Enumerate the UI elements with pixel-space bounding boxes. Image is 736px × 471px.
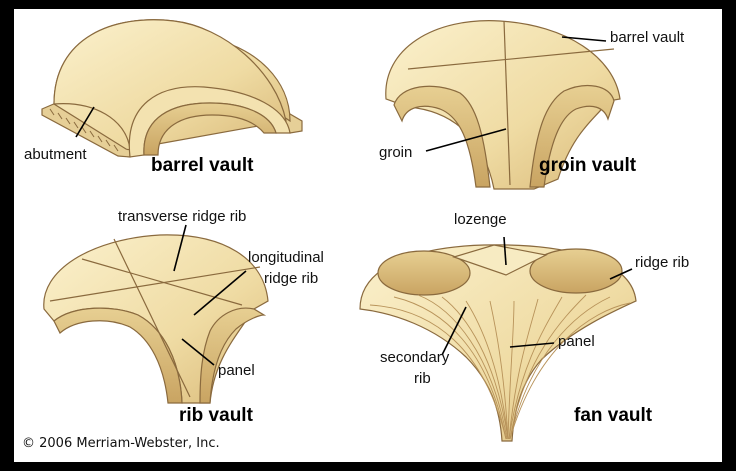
rib-panel-leader bbox=[181, 338, 215, 366]
groin-vault-title: groin vault bbox=[539, 155, 637, 176]
groin-label: groin bbox=[379, 144, 412, 161]
fan-vault-illustration bbox=[359, 236, 637, 442]
longitudinal-label-line2: ridge rib bbox=[264, 270, 318, 287]
groin-barrel-vault-label: barrel vault bbox=[610, 29, 685, 46]
barrel-vault-title: barrel vault bbox=[151, 155, 254, 176]
secondary-rib-leader bbox=[441, 306, 467, 356]
rib-left-arch bbox=[53, 307, 183, 404]
groin-line-1 bbox=[407, 48, 615, 70]
rib-vault-title: rib vault bbox=[179, 405, 254, 426]
abutment-hatching bbox=[49, 108, 119, 152]
rib-diag-1 bbox=[49, 266, 261, 302]
groin-leader bbox=[425, 128, 507, 152]
fan-panel-label: panel bbox=[558, 333, 595, 350]
longitudinal-label-line1: longitudinal bbox=[248, 249, 324, 266]
diagram-frame: abutment barrel vault barrel vault groin… bbox=[14, 9, 722, 462]
fan-vault-title: fan vault bbox=[574, 405, 653, 426]
secondary-rib-label-line1: secondary bbox=[380, 349, 450, 366]
groin-right-arch bbox=[529, 84, 615, 188]
rib-vault-illustration bbox=[43, 224, 269, 404]
barrel-intrados bbox=[143, 102, 277, 156]
lozenge-label: lozenge bbox=[454, 211, 507, 228]
fan-lozenge bbox=[452, 244, 548, 276]
rib-right-arch bbox=[199, 307, 267, 404]
abutment-leader bbox=[75, 106, 95, 138]
longitudinal-leader bbox=[193, 270, 247, 316]
transverse-leader bbox=[173, 224, 187, 272]
fan-cone-right bbox=[529, 248, 623, 294]
rib-diag-2 bbox=[113, 238, 191, 398]
groin-vault-illustration bbox=[385, 20, 621, 190]
barrel-top bbox=[53, 19, 287, 150]
fan-ridge-rib-leader bbox=[609, 268, 633, 280]
lozenge-leader bbox=[503, 236, 507, 266]
fan-ridge-rib-label: ridge rib bbox=[635, 254, 689, 271]
groin-line-2 bbox=[503, 20, 511, 186]
fan-ribs bbox=[369, 294, 631, 440]
groin-barrel-leader bbox=[561, 36, 607, 42]
fan-cone-left bbox=[377, 250, 471, 296]
copyright-notice: © 2006 Merriam-Webster, Inc. bbox=[22, 436, 220, 451]
secondary-rib-label-line2: rib bbox=[414, 370, 431, 387]
barrel-vault-illustration bbox=[41, 19, 303, 158]
transverse-ridge-rib-label: transverse ridge rib bbox=[118, 208, 246, 225]
abutment-label: abutment bbox=[24, 146, 87, 163]
vault-diagram: abutment barrel vault barrel vault groin… bbox=[22, 19, 689, 451]
rib-panel-label: panel bbox=[218, 362, 255, 379]
fan-panel-leader bbox=[509, 342, 555, 348]
groin-left-arch bbox=[393, 85, 491, 188]
